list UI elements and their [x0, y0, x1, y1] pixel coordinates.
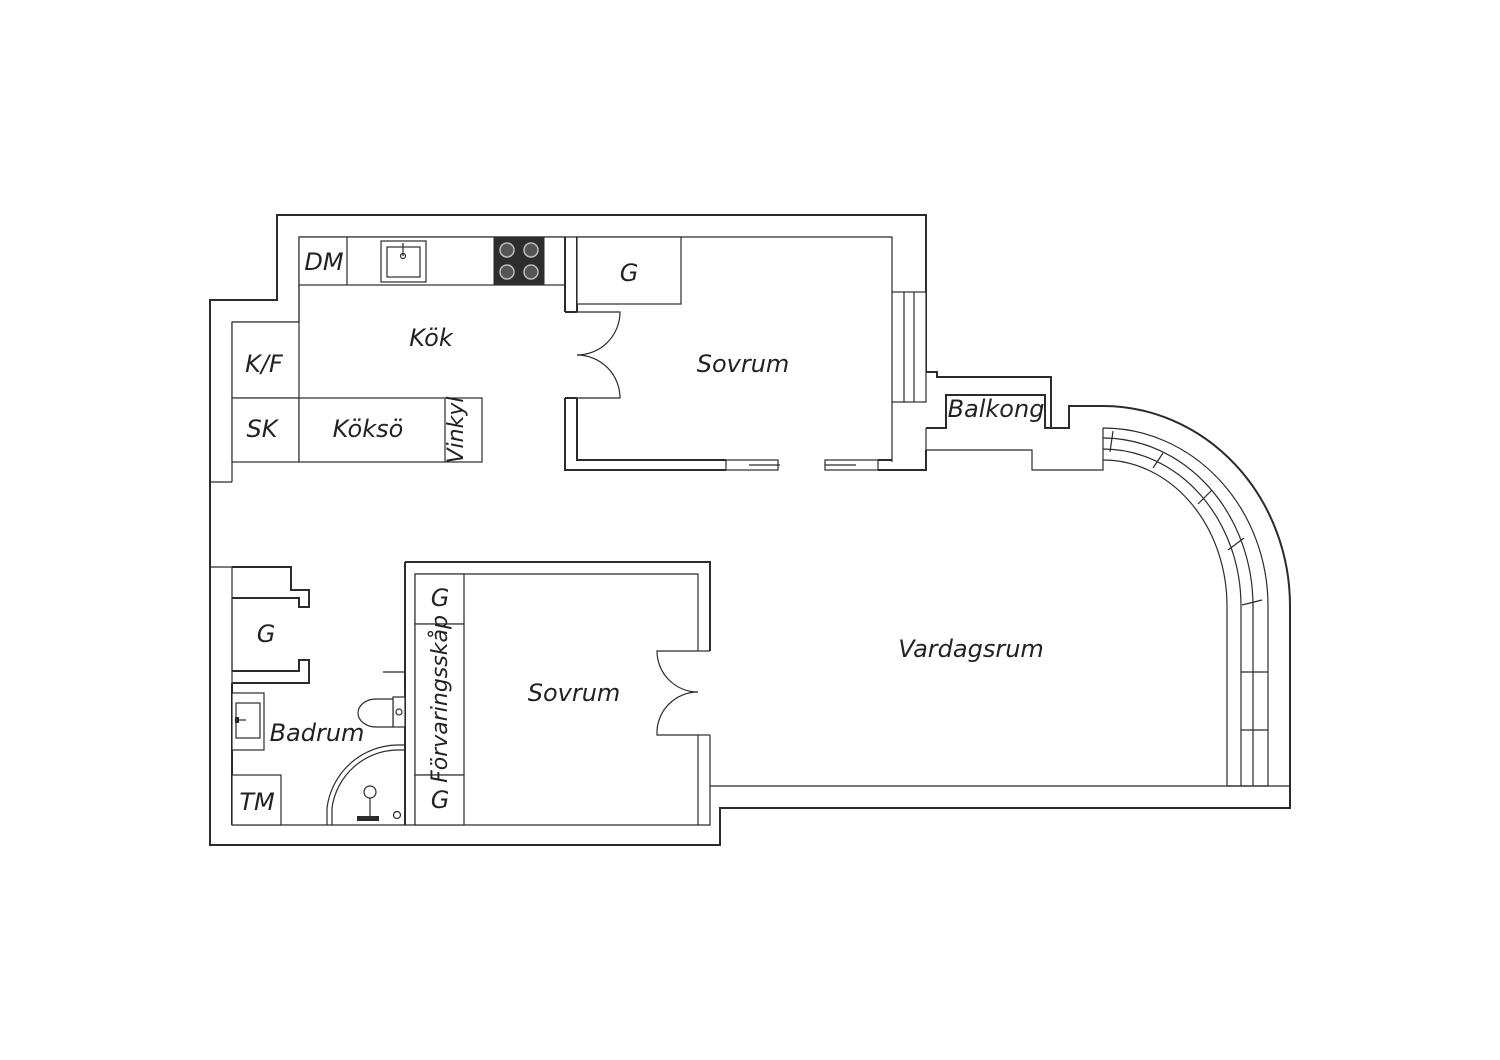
fixture-label-g-bed-top: G — [431, 584, 450, 612]
balcony: Balkong — [925, 394, 1104, 471]
room-label-badrum: Badrum — [270, 719, 365, 747]
fixture-label-vinkyl: Vinkyl — [444, 397, 469, 464]
room-label-balkong: Balkong — [948, 395, 1045, 423]
fixture-label-forvaringsskap: Förvaringsskåp — [427, 615, 453, 783]
room-label-sovrum-top: Sovrum — [697, 350, 790, 378]
toilet-icon — [357, 696, 406, 728]
fixture-label-kf: K/F — [245, 350, 284, 378]
room-label-vardagsrum: Vardagsrum — [898, 635, 1044, 663]
bedroom-top: G Sovrum — [564, 236, 927, 471]
fixture-label-g-bed-bottom: G — [431, 786, 450, 814]
curved-window-wall — [1102, 430, 1290, 787]
hall-wardrobe: G — [231, 566, 310, 684]
exterior-walls — [209, 214, 1291, 846]
kitchen: DM Kök K/F SK Köksö Vinkyl — [231, 236, 566, 464]
fixture-label-sk: SK — [247, 415, 280, 443]
stove-icon — [493, 236, 545, 286]
fixture-label-g-hall: G — [257, 620, 276, 648]
room-label-kok: Kök — [409, 324, 454, 352]
fixture-label-g-top: G — [620, 259, 639, 287]
fixture-label-kokso: Köksö — [333, 415, 404, 443]
window-bedroom-top — [891, 291, 927, 462]
fixture-label-dm: DM — [304, 248, 343, 276]
bedroom-bottom: G Förvaringsskåp G Sovrum — [404, 561, 711, 826]
room-label-sovrum-bottom: Sovrum — [528, 679, 621, 707]
living-room: Vardagsrum — [898, 635, 1044, 663]
shower-icon — [326, 744, 405, 825]
bathroom: Badrum TM — [231, 671, 406, 826]
fixture-label-tm: TM — [239, 788, 275, 816]
